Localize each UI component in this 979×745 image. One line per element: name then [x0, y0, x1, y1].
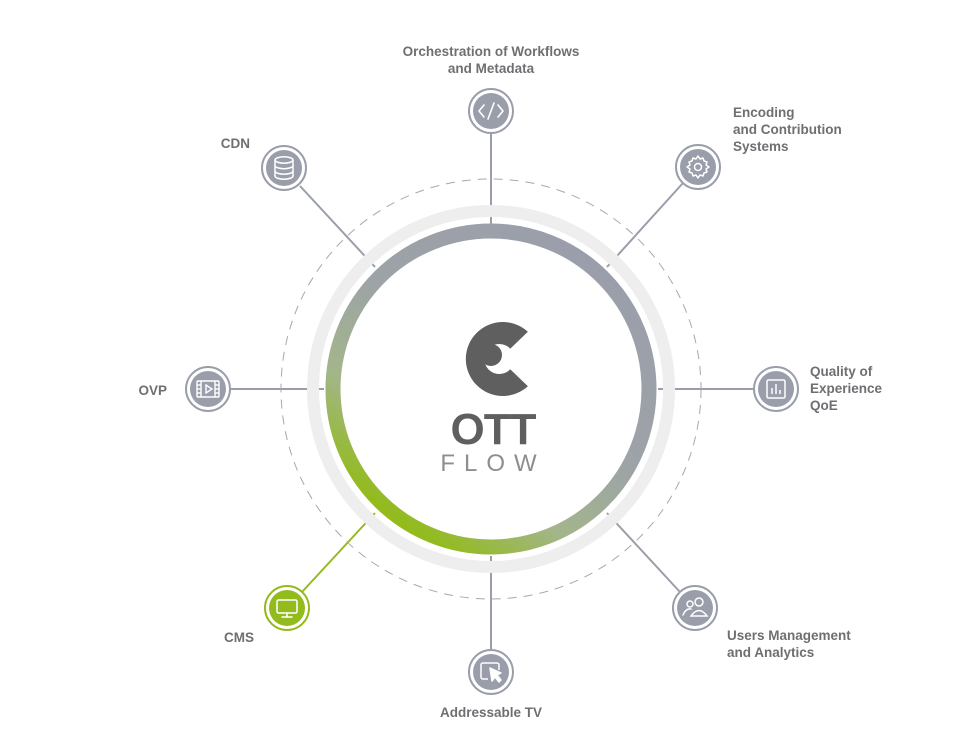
- label-qoe-line-2: Experience: [810, 381, 883, 396]
- label-ovp-line-1: OVP: [138, 383, 167, 398]
- node-orchestration[interactable]: [468, 88, 514, 134]
- node-users[interactable]: [672, 585, 718, 631]
- label-orchestration-line-2: and Metadata: [447, 61, 535, 76]
- label-encoding: Encoding and Contribution Systems: [733, 104, 842, 155]
- label-addressable-tv-line-1: Addressable TV: [439, 705, 543, 720]
- label-orchestration: Orchestration of Workflows and Metadata: [383, 43, 599, 77]
- label-addressable-tv: Addressable TV: [411, 704, 571, 721]
- bar-chart-icon: [766, 379, 786, 399]
- spoke-encoding: [606, 182, 684, 268]
- logo-dot: [480, 344, 502, 366]
- spoke-users: [606, 512, 681, 593]
- logo-subtitle: FLOW: [440, 450, 545, 477]
- label-qoe-line-3: QoE: [810, 398, 838, 413]
- cursor-click-icon: [480, 662, 502, 683]
- database-icon: [274, 156, 294, 180]
- label-cdn-line-1: CDN: [220, 136, 250, 151]
- label-encoding-line-2: and Contribution: [733, 122, 842, 137]
- spoke-cdn: [299, 185, 376, 268]
- label-encoding-line-1: Encoding: [733, 105, 795, 120]
- label-cms-line-1: CMS: [224, 630, 254, 645]
- label-orchestration-line-1: Orchestration of Workflows: [402, 44, 580, 59]
- label-users: Users Management and Analytics: [727, 627, 851, 661]
- outer-light-band: [307, 205, 675, 573]
- node-addressable-tv[interactable]: [468, 649, 514, 695]
- film-play-icon: [196, 380, 220, 398]
- node-cdn[interactable]: [261, 145, 307, 191]
- gear-icon: [686, 155, 710, 179]
- label-cdn: CDN: [200, 135, 250, 152]
- logo-c-mark: [465, 322, 528, 397]
- label-ovp: OVP: [120, 382, 167, 399]
- node-cms[interactable]: [264, 585, 310, 631]
- users-icon: [682, 597, 709, 617]
- logo-title: OTT: [451, 405, 537, 454]
- code-icon: [478, 102, 504, 120]
- node-ovp[interactable]: [185, 366, 231, 412]
- label-cms: CMS: [209, 629, 269, 646]
- label-users-line-2: and Analytics: [727, 645, 815, 660]
- label-qoe: Quality of Experience QoE: [810, 363, 882, 414]
- monitor-icon: [276, 599, 298, 618]
- node-encoding[interactable]: [675, 144, 721, 190]
- spoke-cms: [301, 512, 376, 593]
- label-encoding-line-3: Systems: [733, 139, 789, 154]
- label-users-line-1: Users Management: [727, 628, 851, 643]
- outer-dashed-ring: [280, 178, 702, 600]
- node-qoe[interactable]: [753, 366, 799, 412]
- label-qoe-line-1: Quality of: [810, 364, 873, 379]
- ott-flow-logo: OTT FLOW: [440, 322, 545, 477]
